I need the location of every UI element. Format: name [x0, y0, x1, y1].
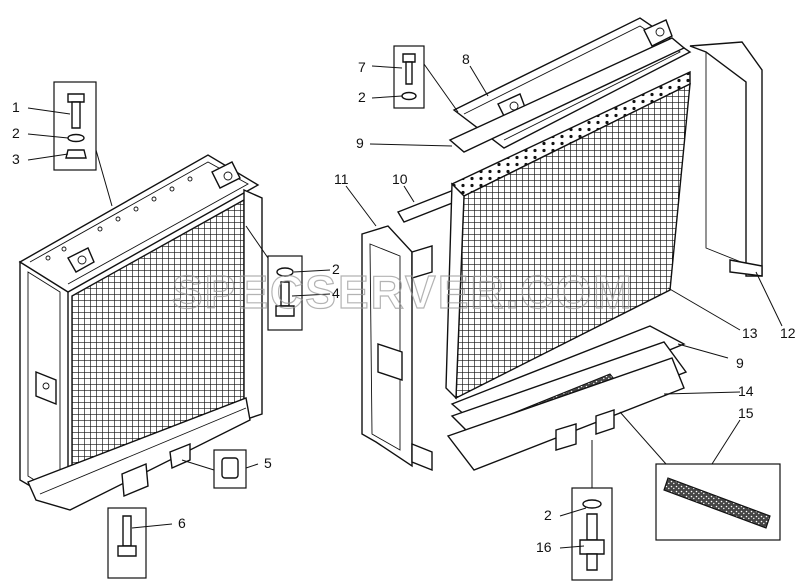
side-post-11: [361, 225, 433, 472]
hardware-set-6: [107, 507, 147, 579]
callout-6: 6: [178, 515, 186, 531]
callout-13: 13: [742, 325, 758, 341]
bottom-assembly: [446, 325, 688, 471]
bottom-foot-right: [169, 442, 191, 470]
washer: [276, 267, 294, 277]
assembled-radiator: [18, 154, 263, 511]
callout-9: 9: [736, 355, 744, 371]
callout-11: 11: [334, 171, 349, 187]
top-lug-left: [67, 247, 95, 273]
callout-3: 3: [12, 151, 20, 167]
radiator-core-13: [445, 70, 691, 400]
leader-lines: [27, 63, 783, 549]
callout-2: 2: [358, 89, 366, 105]
hardware-set-7-2: [393, 45, 425, 109]
callout-10: 10: [392, 171, 408, 187]
bolt-head: [117, 545, 137, 557]
seal-strip-15: [655, 463, 781, 541]
hardware-set-1-3: [53, 81, 97, 171]
callout-14: 14: [738, 383, 754, 399]
callout-15: 15: [738, 405, 754, 421]
hardware-set-2-4: [267, 255, 303, 331]
side-post-12: [689, 41, 763, 277]
callout-5: 5: [264, 455, 272, 471]
bottom-tank: [446, 357, 685, 471]
hardware-set-2-16: [571, 487, 613, 581]
top-lug-right: [211, 161, 241, 189]
bolt-head: [67, 93, 85, 103]
hardware-set-5: [213, 449, 247, 489]
callout-7: 7: [358, 59, 366, 75]
washer: [67, 133, 85, 143]
callout-2: 2: [12, 125, 20, 141]
stud-nut: [275, 305, 295, 317]
top-gasket-9: [448, 37, 686, 153]
side-bracket: [35, 370, 57, 406]
bottom-foot-left: [121, 462, 149, 498]
callout-2: 2: [332, 261, 340, 277]
callout-2: 2: [544, 507, 552, 523]
bolt-shank: [122, 515, 132, 547]
callout-labels: 1 2 3 2 4 5 6 7 2 8 9 11 10 13 12 9 14 1…: [12, 51, 796, 555]
bottom-tank: [27, 397, 251, 511]
callout-16: 16: [536, 539, 552, 555]
callout-9: 9: [356, 135, 364, 151]
callout-8: 8: [462, 51, 470, 67]
nut: [65, 149, 87, 159]
callout-12: 12: [780, 325, 796, 341]
watermark: SPECSERVER.COM: [172, 266, 634, 318]
callout-4: 4: [332, 285, 340, 301]
callout-1: 1: [12, 99, 20, 115]
bushing: [221, 457, 239, 479]
bolt-shank: [71, 101, 81, 129]
right-side-frame: [243, 188, 263, 421]
